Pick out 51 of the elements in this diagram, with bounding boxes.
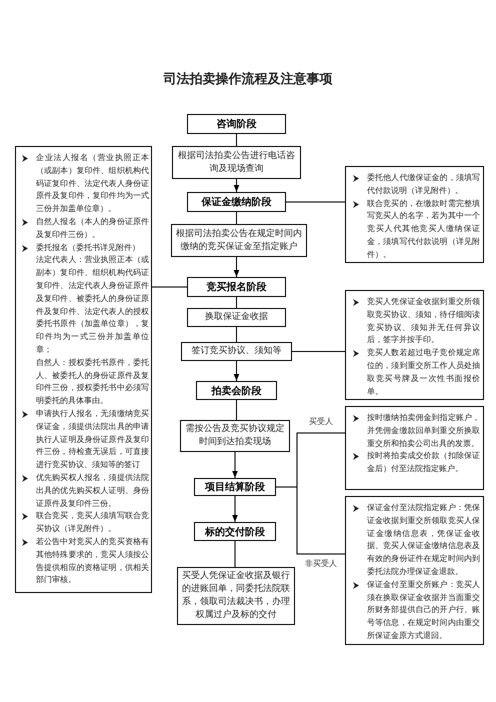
note-text: 若公告中对竞买人的竞买资格有其他特殊要求的，竞买人须按公告提供相应的资格证明，供相关部门审核。 bbox=[36, 536, 149, 586]
process-box: 签订竞买协议、须知等 bbox=[181, 342, 292, 361]
note-text: 竞买人数若超过电子竞价规定席位的，须到重交所工作人员处抽取竞买号牌及一次性书面报价单。 bbox=[367, 347, 480, 398]
connector-line bbox=[292, 351, 346, 352]
connector-line bbox=[234, 540, 236, 568]
note-box bbox=[345, 290, 484, 400]
note-text: 按时将拍卖成交价款（扣除保证金后）付至法院指定账户。 bbox=[367, 450, 480, 476]
note-text: 保证金付至法院指定账户：凭保证金收据到重交所领取竞买人保证金缴纳信息表，凭保证金收据、竞买人保证金缴纳信息表及有效的身份证件在规定时间内到委托法院办理保证金退款。 bbox=[367, 502, 480, 578]
note-text: 竞买人凭保证金收据到重交所领取竞买协议、须知，待仔细阅读竞买协议、须知并无任何异议后，签字并按手印。 bbox=[367, 296, 480, 346]
stage-box: 项目结算阶段 bbox=[194, 478, 276, 496]
edge-label: 买受人 bbox=[308, 417, 334, 427]
note-text: 优先购买权人报名，须提供法院出具的优先购买权人证明、身份证原件及复印件三份。 bbox=[36, 472, 149, 510]
process-box: 买受人凭保证金收据及银行的进账回单，同委托法院联系，领取司法裁决书，办理权属过户及标的交付 bbox=[177, 567, 295, 625]
arrow bbox=[234, 360, 240, 382]
note-text: 委托他人代缴保证金的，须填写代付款说明（详见附件）。 bbox=[367, 172, 480, 197]
process-box: 根据司法拍卖公告在规定时间内缴纳的竞买保证金至指定账户 bbox=[171, 224, 307, 257]
connector-line bbox=[236, 212, 237, 224]
note-text: 委托报名（委托书详见附件） bbox=[36, 242, 141, 254]
edge-label: 非买受人 bbox=[304, 559, 338, 569]
note-text: 联合竞买，竞买人须填写联合竞买协议（详见附件）。 bbox=[36, 510, 149, 536]
connector-line bbox=[236, 326, 237, 342]
process-box: 换取保证金收据 bbox=[187, 308, 286, 327]
note-box bbox=[345, 166, 484, 263]
arrow bbox=[234, 256, 240, 278]
note-text: 自然人报名（本人的身份证原件及复印件三份）。 bbox=[36, 216, 149, 241]
connector-line bbox=[236, 296, 237, 308]
connector-line bbox=[236, 400, 237, 420]
stage-box: 咨询阶段 bbox=[187, 114, 286, 134]
process-box: 需按公告及竞买协议规定时间到达拍卖现场 bbox=[180, 420, 290, 452]
note-text: 申请执行人报名，无须缴纳竞买保证金，须提供法院出具的申请执行人证明及身份证原件及复印件三份，待检查无误后，可直接进行竞买协议、须知等的签订 bbox=[36, 408, 149, 472]
connector-line bbox=[236, 134, 237, 146]
arrow bbox=[234, 178, 240, 192]
connector-line bbox=[276, 486, 346, 554]
note-text: 企业法人报名（营业执照正本（或副本）复印件、组织机构代码证复印件、法定代表人身份证原件及复印件，复印件均为一式三份并加盖单位章）。 bbox=[36, 152, 149, 216]
note-box bbox=[345, 406, 484, 490]
connector-line bbox=[152, 286, 188, 288]
note-text: 保证金付至重交所账户：竞买人须在换取保证金收据并当面重交所财务部提供自己的开户行、账号等信息，在规定时间内由重交所保证金原方式退回。 bbox=[367, 578, 480, 642]
note-text: 按时缴纳拍卖佣金到指定账户，并凭佣金缴款回单到重交所换取重交所和拍卖公司出具的发票。 bbox=[367, 412, 480, 450]
stage-box: 竞买报名阶段 bbox=[187, 277, 286, 297]
process-box: 根据司法拍卖公告进行电话咨询及现场查询 bbox=[172, 146, 301, 179]
note-text: 自然人：授权委托书原件，委托人、被委托人的身份证原件及复印件三份，授权委托书中必须写明委托的具体事由。 bbox=[36, 356, 149, 408]
note-box bbox=[15, 146, 152, 593]
note-box bbox=[345, 496, 484, 645]
stage-box: 保证金缴纳阶段 bbox=[187, 192, 286, 212]
stage-box: 标的交付阶段 bbox=[194, 522, 276, 541]
stage-box: 拍卖会阶段 bbox=[196, 381, 277, 400]
note-text: 联合竞买的，在缴款时需完整填写竞买人的名字，若为其中一个竞买人代其他竞买人缴纳保证金，须填写代付款说明（详见附件）。 bbox=[367, 198, 480, 261]
note-text: 法定代表人：营业执照正本（或副本）复印件、组织机构代码证复印件、法定代表人身份证原件及复印件、被委托人的身份证原件及复印件、法定代表人的授权委托书原件（加盖单位章），复印件均为一式三份并加盖单位章； bbox=[36, 254, 149, 356]
title: 司法拍卖操作流程及注意事项 bbox=[164, 72, 332, 88]
arrow bbox=[232, 496, 238, 522]
arrow bbox=[232, 452, 238, 478]
